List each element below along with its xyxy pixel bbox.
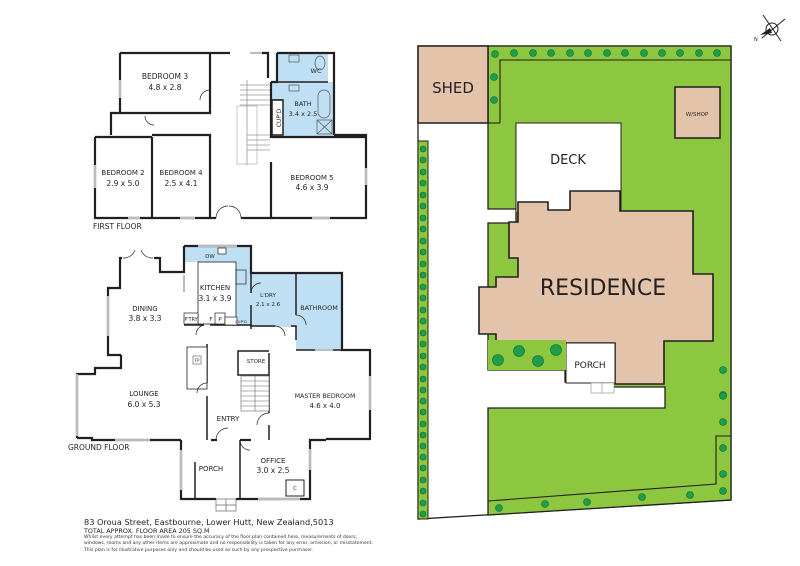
room-size-office: 3.0 x 2.5 bbox=[256, 466, 289, 475]
room-label-dining: DINING bbox=[132, 305, 157, 313]
room-label-bathroom: BATHROOM bbox=[300, 304, 338, 312]
room-label-wc: WC bbox=[311, 67, 322, 75]
first-floor-title: FIRST FLOOR bbox=[93, 222, 142, 231]
room-size-master-bedroom: 4.6 x 4.0 bbox=[310, 402, 341, 410]
room-label-bedroom-2: BEDROOM 2 bbox=[101, 169, 144, 177]
room-size-dining: 3.8 x 3.3 bbox=[128, 314, 161, 323]
room-label-store: STORE bbox=[247, 359, 266, 365]
room-label-entry: ENTRY bbox=[217, 415, 240, 423]
fixture-cupboard: CUP'D bbox=[235, 319, 247, 324]
fixture-p: P bbox=[218, 317, 222, 323]
site-label-residence: RESIDENCE bbox=[540, 276, 666, 301]
room-label-bath: BATH bbox=[294, 100, 311, 108]
fixture-fireplace: FP bbox=[195, 358, 200, 363]
property-address: 83 Oroua Street, Eastbourne, Lower Hutt,… bbox=[84, 517, 334, 527]
ground-floor-plan bbox=[75, 244, 372, 512]
fixture-fridge: F bbox=[209, 317, 212, 323]
room-label-lounge: LOUNGE bbox=[129, 390, 158, 398]
site-plan: SHED W/SHOP DECK RESIDENCE PORCH N bbox=[417, 14, 786, 520]
site-label-porch: PORCH bbox=[574, 361, 605, 371]
room-label-cupboard: CUP'D bbox=[276, 108, 283, 127]
fixture-dishwasher: DW bbox=[205, 254, 215, 260]
fixture-closet: C bbox=[293, 486, 297, 492]
total-floor-area: TOTAL APPROX. FLOOR AREA 205 SQ.M bbox=[84, 527, 210, 535]
compass-icon bbox=[760, 14, 786, 42]
footer-info: 83 Oroua Street, Eastbourne, Lower Hutt,… bbox=[84, 517, 373, 554]
ground-floor-labels: DINING 3.8 x 3.3 KITCHEN 3.1 x 3.9 L'DRY… bbox=[68, 254, 355, 492]
site-label-workshop: W/SHOP bbox=[686, 112, 709, 118]
compass-north-label: N bbox=[754, 37, 758, 43]
disclaimer-line-2: windows, rooms and any other items are a… bbox=[84, 541, 373, 547]
fixture-pantry: P'TRY bbox=[184, 317, 197, 323]
room-label-master-bedroom: MASTER BEDROOM bbox=[295, 393, 356, 400]
room-size-bedroom-2: 2.9 x 5.0 bbox=[106, 179, 139, 188]
room-size-bedroom-3: 4.8 x 2.8 bbox=[148, 83, 181, 92]
trees bbox=[419, 49, 727, 518]
room-label-porch: PORCH bbox=[199, 465, 223, 473]
room-label-office: OFFICE bbox=[261, 457, 286, 465]
room-size-kitchen: 3.1 x 3.9 bbox=[198, 294, 231, 303]
disclaimer-line-3: This plan is for illustrative purposes o… bbox=[84, 547, 314, 553]
room-label-bedroom-5: BEDROOM 5 bbox=[290, 174, 333, 182]
room-size-lounge: 6.0 x 5.3 bbox=[127, 400, 160, 409]
room-size-bedroom-5: 4.6 x 3.9 bbox=[295, 183, 328, 192]
room-label-laundry: L'DRY bbox=[260, 293, 276, 299]
site-label-shed: SHED bbox=[432, 79, 474, 97]
disclaimer-line-1: Whilst every attempt has been made to en… bbox=[84, 535, 358, 540]
room-label-kitchen: KITCHEN bbox=[200, 284, 230, 292]
room-size-bedroom-4: 2.5 x 4.1 bbox=[164, 179, 197, 188]
site-label-deck: DECK bbox=[550, 153, 586, 168]
room-size-bath: 3.4 x 2.5 bbox=[289, 110, 318, 118]
room-label-bedroom-3: BEDROOM 3 bbox=[142, 72, 189, 81]
first-floor-plan bbox=[93, 51, 368, 220]
room-size-laundry: 2.1 x 2.6 bbox=[256, 302, 281, 308]
first-floor-labels: BEDROOM 3 4.8 x 2.8 BEDROOM 2 2.9 x 5.0 … bbox=[93, 67, 334, 231]
room-label-bedroom-4: BEDROOM 4 bbox=[159, 169, 203, 177]
ground-floor-title: GROUND FLOOR bbox=[68, 443, 129, 452]
